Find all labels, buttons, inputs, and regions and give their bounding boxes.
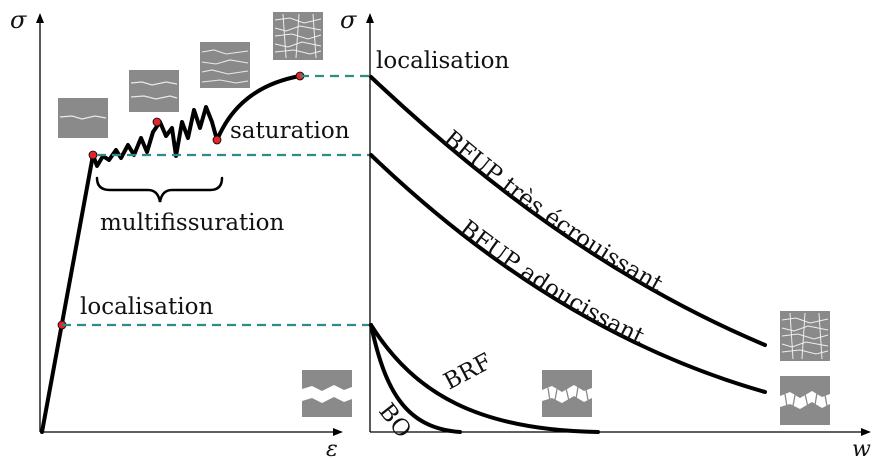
right-x-axis-label: w — [852, 437, 871, 458]
label-bo: BO — [373, 399, 416, 444]
marker-multicrack — [152, 117, 162, 127]
crack-sample-bfup-adoucissant — [780, 376, 830, 425]
marker-saturation — [212, 135, 222, 145]
label-bfup-tres-ecrouissant-text: BFUP très écrouissant — [438, 126, 667, 298]
right-y-axis-label: σ — [340, 6, 357, 34]
label-bfup-tres-ecrouissant: BFUP très écrouissant — [438, 126, 667, 298]
crack-sample-4 — [273, 12, 323, 60]
multifissuration-brace — [95, 176, 224, 203]
crack-sample-brf — [542, 370, 592, 417]
crack-sample-1 — [58, 98, 108, 138]
curve-bo — [369, 323, 462, 434]
label-localisation-right: localisation — [376, 48, 509, 74]
left-y-axis-label: σ — [10, 6, 27, 34]
label-multifissuration: multifissuration — [100, 210, 284, 236]
dashed-connectors — [62, 74, 370, 327]
crack-sample-3 — [200, 42, 250, 88]
left-x-axis-label: ε — [326, 437, 338, 458]
crack-sample-2 — [129, 70, 179, 112]
label-localisation-left: localisation — [80, 294, 213, 320]
label-brf: BRF — [440, 349, 497, 396]
curve-brf — [369, 323, 600, 434]
curve-bfup-tres-ecrouissant — [369, 75, 767, 347]
crack-sample-bfup-ecrouissant — [780, 311, 830, 361]
label-saturation: saturation — [230, 118, 350, 144]
right-panel: σ w localisation BFUP très écrouissant B… — [340, 6, 871, 458]
label-bfup-adoucissant: BFUP adoucissant — [455, 216, 649, 351]
marker-first-crack — [88, 150, 98, 160]
curve-bfup-adoucissant — [369, 153, 767, 394]
label-bfup-adoucissant-text: BFUP adoucissant — [455, 216, 649, 351]
crack-sample-localised — [302, 370, 352, 417]
left-panel: σ ε multifissuration saturation localisa… — [10, 6, 352, 458]
left-stress-strain-curve — [40, 74, 302, 434]
